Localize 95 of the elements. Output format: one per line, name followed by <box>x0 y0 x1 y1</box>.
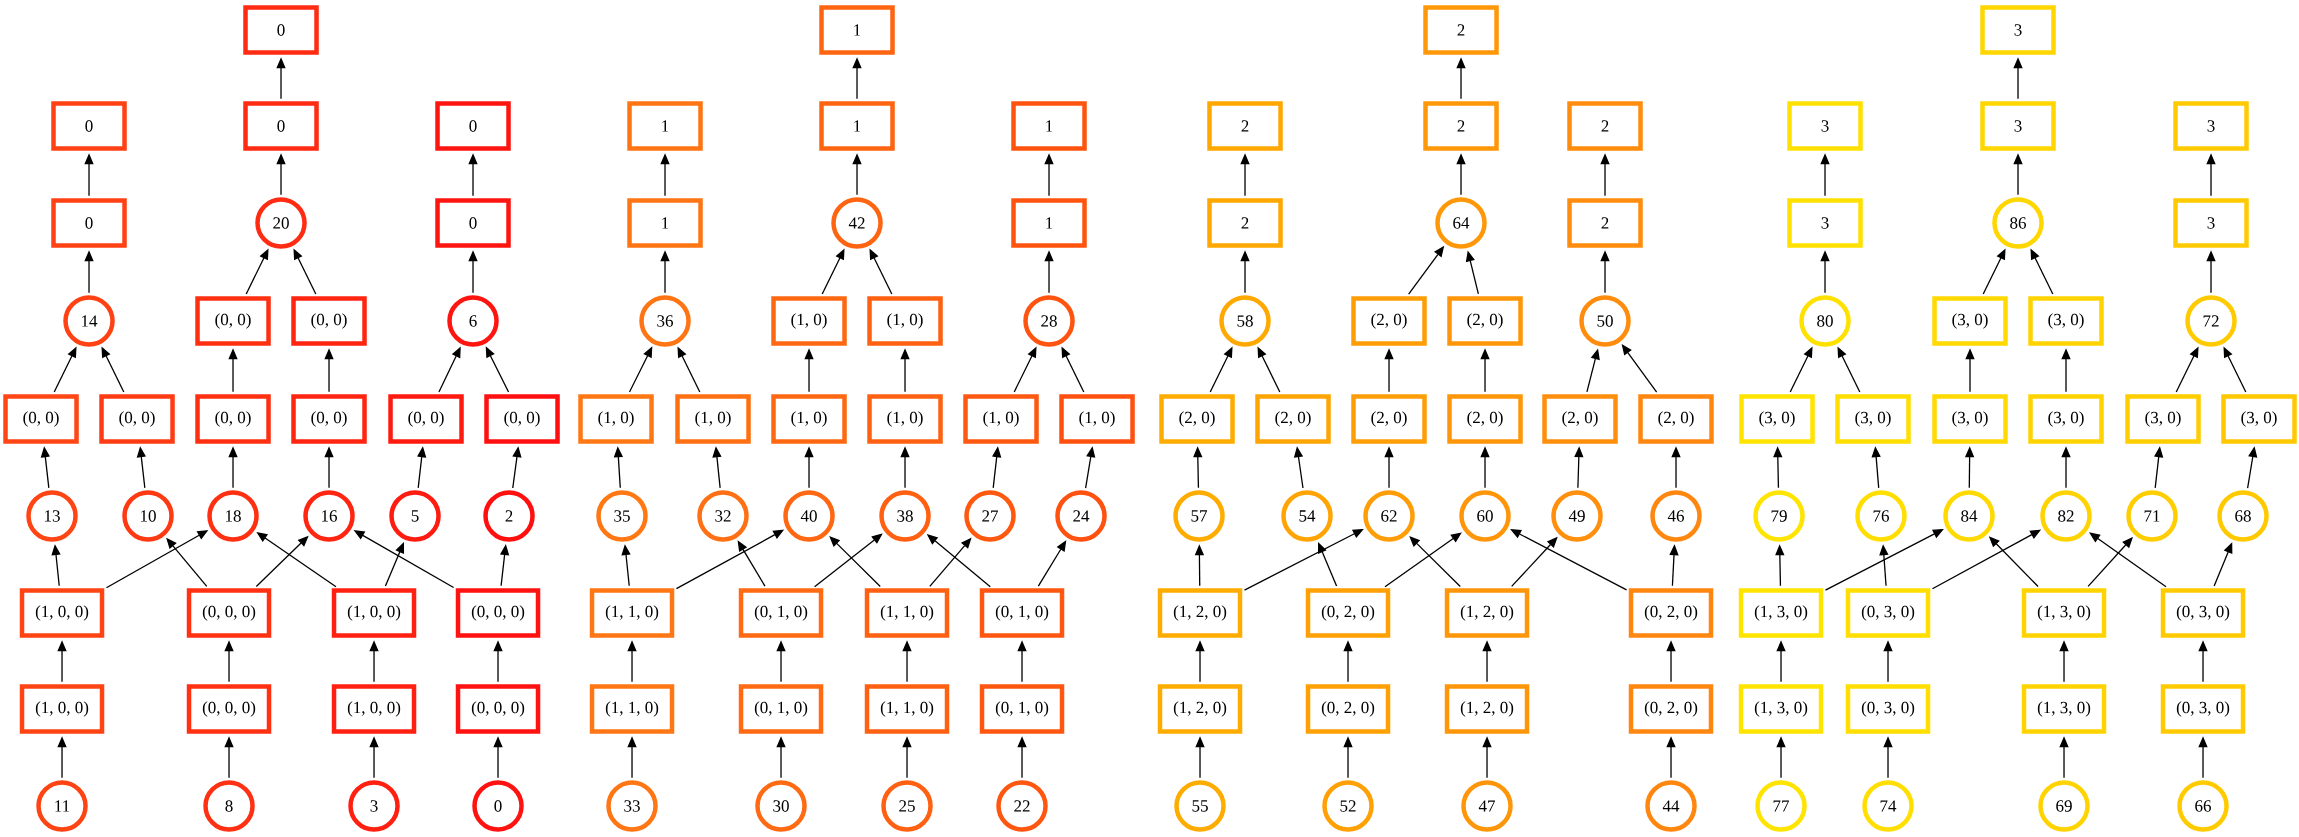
tuple-box: (0, 0) <box>99 394 175 444</box>
arrow <box>1318 542 1338 587</box>
tuple-box: (1, 1, 0) <box>864 684 950 734</box>
tuple-box: (3, 0) <box>1932 394 2008 444</box>
tuple-box: (1, 0) <box>867 394 943 444</box>
tuple-box: (0, 1, 0) <box>979 684 1065 734</box>
tuple-box: (1, 0) <box>578 394 654 444</box>
tuple-box: (0, 0) <box>388 394 464 444</box>
tuple-box: (1, 3, 0) <box>2021 588 2107 638</box>
tuple-box: 1 <box>819 5 895 55</box>
tuple-box: (1, 0) <box>675 394 751 444</box>
tuple-box: 1 <box>1011 101 1087 151</box>
tuple-box: (1, 1, 0) <box>589 684 675 734</box>
tuple-box: (3, 0) <box>1932 296 2008 346</box>
tuple-box: 0 <box>243 5 319 55</box>
tuple-box: (0, 3, 0) <box>2160 588 2246 638</box>
arrow <box>1510 529 1628 591</box>
tuple-box: (3, 0) <box>1835 394 1911 444</box>
tuple-box: 2 <box>1207 101 1283 151</box>
tuple-box: (1, 1, 0) <box>864 588 950 638</box>
tuple-box: (0, 0, 0) <box>186 588 272 638</box>
tuple-box: (2, 0) <box>1542 394 1618 444</box>
tuple-box: (3, 0) <box>2028 394 2104 444</box>
tuple-box: 2 <box>1423 101 1499 151</box>
tuple-box: (1, 0) <box>1059 394 1135 444</box>
tuple-box: (1, 2, 0) <box>1157 588 1243 638</box>
tuple-box: (0, 1, 0) <box>738 588 824 638</box>
tuple-box: 2 <box>1207 198 1283 248</box>
arrow <box>384 542 405 587</box>
arrow <box>813 533 883 588</box>
tuple-box: (1, 2, 0) <box>1444 588 1530 638</box>
arrow <box>2089 532 2167 588</box>
tuple-box: (3, 0) <box>1739 394 1815 444</box>
tuple-box: (2, 0) <box>1447 296 1523 346</box>
tuple-box: (0, 2, 0) <box>1628 684 1714 734</box>
tuple-box: (0, 2, 0) <box>1305 588 1391 638</box>
tuple-box: 0 <box>435 101 511 151</box>
tuple-box: 1 <box>627 101 703 151</box>
tuple-box: 3 <box>1787 198 1863 248</box>
tuple-box: (0, 0) <box>195 296 271 346</box>
tuple-box: (0, 0, 0) <box>455 588 541 638</box>
tuple-box: (1, 0, 0) <box>19 588 105 638</box>
tuple-box: (1, 0, 0) <box>19 684 105 734</box>
tuple-box: (1, 0) <box>963 394 1039 444</box>
tuple-box: (0, 0) <box>291 296 367 346</box>
tuple-box: (0, 0) <box>195 394 271 444</box>
tuple-box: (0, 0, 0) <box>455 684 541 734</box>
arrow <box>1037 540 1067 587</box>
tuple-box: (0, 0) <box>3 394 79 444</box>
tuple-box: 3 <box>2173 101 2249 151</box>
tuple-box: (3, 0) <box>2221 394 2297 444</box>
tuple-box: 1 <box>819 101 895 151</box>
tuple-box: (1, 0) <box>867 296 943 346</box>
tuple-box: 0 <box>243 101 319 151</box>
tuple-box: (0, 2, 0) <box>1305 684 1391 734</box>
tuple-box: (3, 0) <box>2028 296 2104 346</box>
tuple-box: 0 <box>51 198 127 248</box>
tuple-box: (1, 1, 0) <box>589 588 675 638</box>
tuple-box: (0, 0) <box>484 394 560 444</box>
tuple-box: (0, 1, 0) <box>738 684 824 734</box>
tuple-box: (0, 3, 0) <box>1845 588 1931 638</box>
tuple-box: 3 <box>1980 5 2056 55</box>
tuple-box: (0, 3, 0) <box>2160 684 2246 734</box>
tuple-box: 3 <box>1980 101 2056 151</box>
tuple-box: 1 <box>1011 198 1087 248</box>
tuple-box: (0, 0) <box>291 394 367 444</box>
tuple-box: (1, 2, 0) <box>1444 684 1530 734</box>
tuple-box: 3 <box>1787 101 1863 151</box>
tuple-box: 1 <box>627 198 703 248</box>
tuple-box: (1, 3, 0) <box>1738 588 1824 638</box>
tuple-box: (2, 0) <box>1159 394 1235 444</box>
tuple-box: (1, 0) <box>771 394 847 444</box>
tuple-box: (1, 0, 0) <box>331 684 417 734</box>
tuple-box: 2 <box>1567 101 1643 151</box>
tuple-box: (0, 2, 0) <box>1628 588 1714 638</box>
tuple-box: 3 <box>2173 198 2249 248</box>
tuple-box: (1, 2, 0) <box>1157 684 1243 734</box>
tuple-box: 2 <box>1423 5 1499 55</box>
tuple-box: (2, 0) <box>1447 394 1523 444</box>
tuple-box: (3, 0) <box>2125 394 2201 444</box>
tuple-box: (1, 0) <box>771 296 847 346</box>
tuple-box: (2, 0) <box>1255 394 1331 444</box>
tuple-box: (1, 3, 0) <box>1738 684 1824 734</box>
arrow <box>1384 532 1462 588</box>
tuple-box: 0 <box>435 198 511 248</box>
tuple-box: (1, 0, 0) <box>331 588 417 638</box>
tuple-box: 2 <box>1567 198 1643 248</box>
tuple-box: 0 <box>51 101 127 151</box>
tuple-box: (0, 1, 0) <box>979 588 1065 638</box>
tuple-box: (2, 0) <box>1351 394 1427 444</box>
tuple-box: (2, 0) <box>1351 296 1427 346</box>
tuple-box: (0, 3, 0) <box>1845 684 1931 734</box>
tuple-box: (0, 0, 0) <box>186 684 272 734</box>
tuple-box: (1, 3, 0) <box>2021 684 2107 734</box>
tuple-box: (2, 0) <box>1638 394 1714 444</box>
